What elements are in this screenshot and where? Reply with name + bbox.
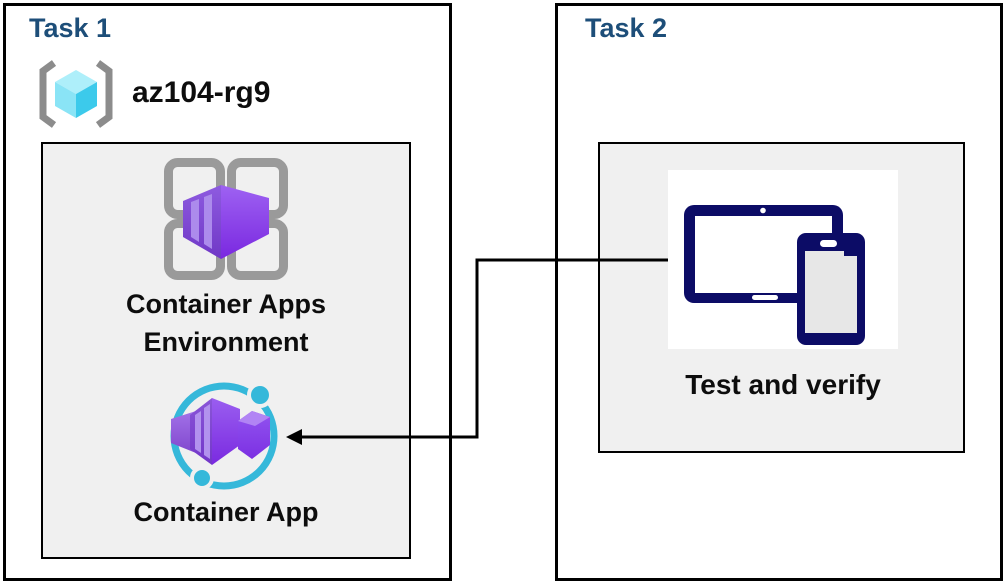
phone-screen — [805, 251, 857, 333]
container-right-face — [221, 185, 269, 259]
side-container-top-face — [238, 411, 270, 426]
container-stripe — [204, 194, 212, 249]
container-stripe — [204, 404, 210, 459]
bracket-right — [95, 60, 113, 128]
container-apps-environment-icon — [164, 158, 288, 280]
main-container-right-face — [212, 398, 240, 465]
task1-title: Task 1 — [29, 13, 112, 43]
tablet-and-phone-icon — [684, 205, 865, 345]
container-app-icon — [170, 382, 278, 490]
resource-group-icon — [39, 60, 113, 128]
container-left-face — [183, 185, 221, 259]
cube-left-face — [55, 82, 76, 118]
cube-right-face — [76, 82, 97, 118]
device-icon-plate — [668, 170, 898, 349]
environment-label: Container Apps Environment — [125, 289, 326, 357]
container-stripe — [191, 199, 199, 242]
side-container-left — [171, 411, 196, 453]
container-app-label: Container App — [133, 497, 319, 527]
tablet-camera-dot — [760, 207, 766, 214]
orbit-dot — [190, 466, 214, 490]
task2-title: Task 2 — [585, 13, 668, 43]
phone-screen-notch — [844, 251, 857, 256]
phone-earpiece — [820, 240, 837, 247]
tablet-home-bar — [752, 295, 778, 300]
bracket-left — [39, 60, 57, 128]
orbit-dot — [247, 382, 273, 408]
verify-label: Test and verify — [685, 369, 881, 400]
resource-group-name: az104-rg9 — [132, 76, 271, 109]
container-stripe — [195, 411, 201, 453]
